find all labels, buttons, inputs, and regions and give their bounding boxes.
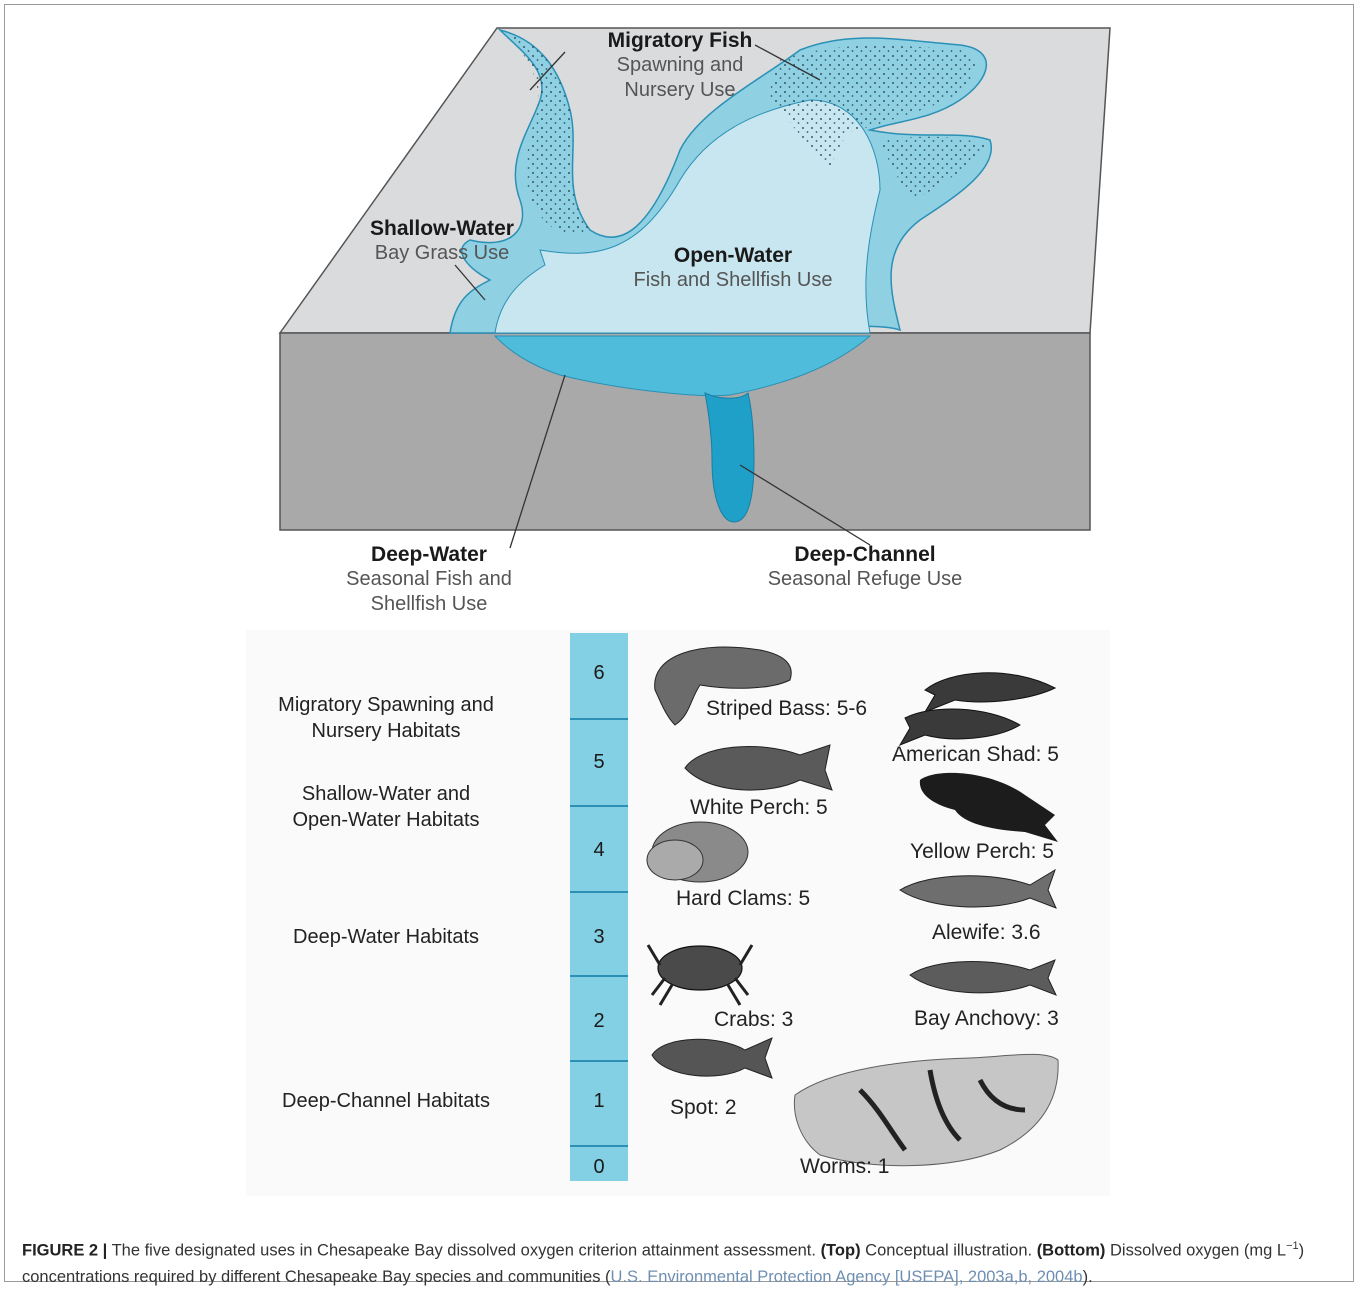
caption-text-5: ).	[1083, 1268, 1093, 1286]
american-shad-fish-icon	[900, 673, 1055, 745]
yellow-perch-fish-icon	[920, 773, 1058, 842]
species-label-white-perch: White Perch: 5	[690, 796, 828, 820]
white-perch-fish-icon	[685, 745, 832, 790]
spot-fish-icon	[652, 1038, 772, 1078]
caption-figure-label: FIGURE 2 |	[22, 1242, 107, 1260]
bay-anchovy-fish-icon	[910, 960, 1056, 995]
alewife-fish-icon	[900, 870, 1056, 908]
caption-text-3: Dissolved oxygen (mg L	[1105, 1242, 1286, 1260]
caption-bottom-label: (Bottom)	[1037, 1242, 1106, 1260]
caption-top-label: (Top)	[821, 1242, 861, 1260]
species-label-worms: Worms: 1	[800, 1155, 889, 1179]
hard-clams-clam-icon	[647, 822, 748, 882]
species-label-hard-clams: Hard Clams: 5	[676, 887, 810, 911]
worms-worm-icon	[794, 1054, 1058, 1165]
caption-text-2: Conceptual illustration.	[861, 1242, 1037, 1260]
caption-text-1: The five designated uses in Chesapeake B…	[107, 1242, 820, 1260]
species-label-bay-anchovy: Bay Anchovy: 3	[914, 1007, 1059, 1031]
species-label-crabs: Crabs: 3	[714, 1008, 793, 1032]
figure-caption: FIGURE 2 | The five designated uses in C…	[22, 1233, 1338, 1290]
species-label-striped-bass: Striped Bass: 5-6	[706, 697, 867, 721]
species-label-spot: Spot: 2	[670, 1096, 737, 1120]
caption-reference-link[interactable]: U.S. Environmental Protection Agency [US…	[611, 1268, 1083, 1286]
species-label-american-shad: American Shad: 5	[892, 743, 1059, 767]
caption-superscript: −1	[1286, 1240, 1299, 1252]
crabs-crab-icon	[648, 945, 752, 1005]
species-label-yellow-perch: Yellow Perch: 5	[910, 840, 1054, 864]
species-label-alewife: Alewife: 3.6	[932, 921, 1041, 945]
